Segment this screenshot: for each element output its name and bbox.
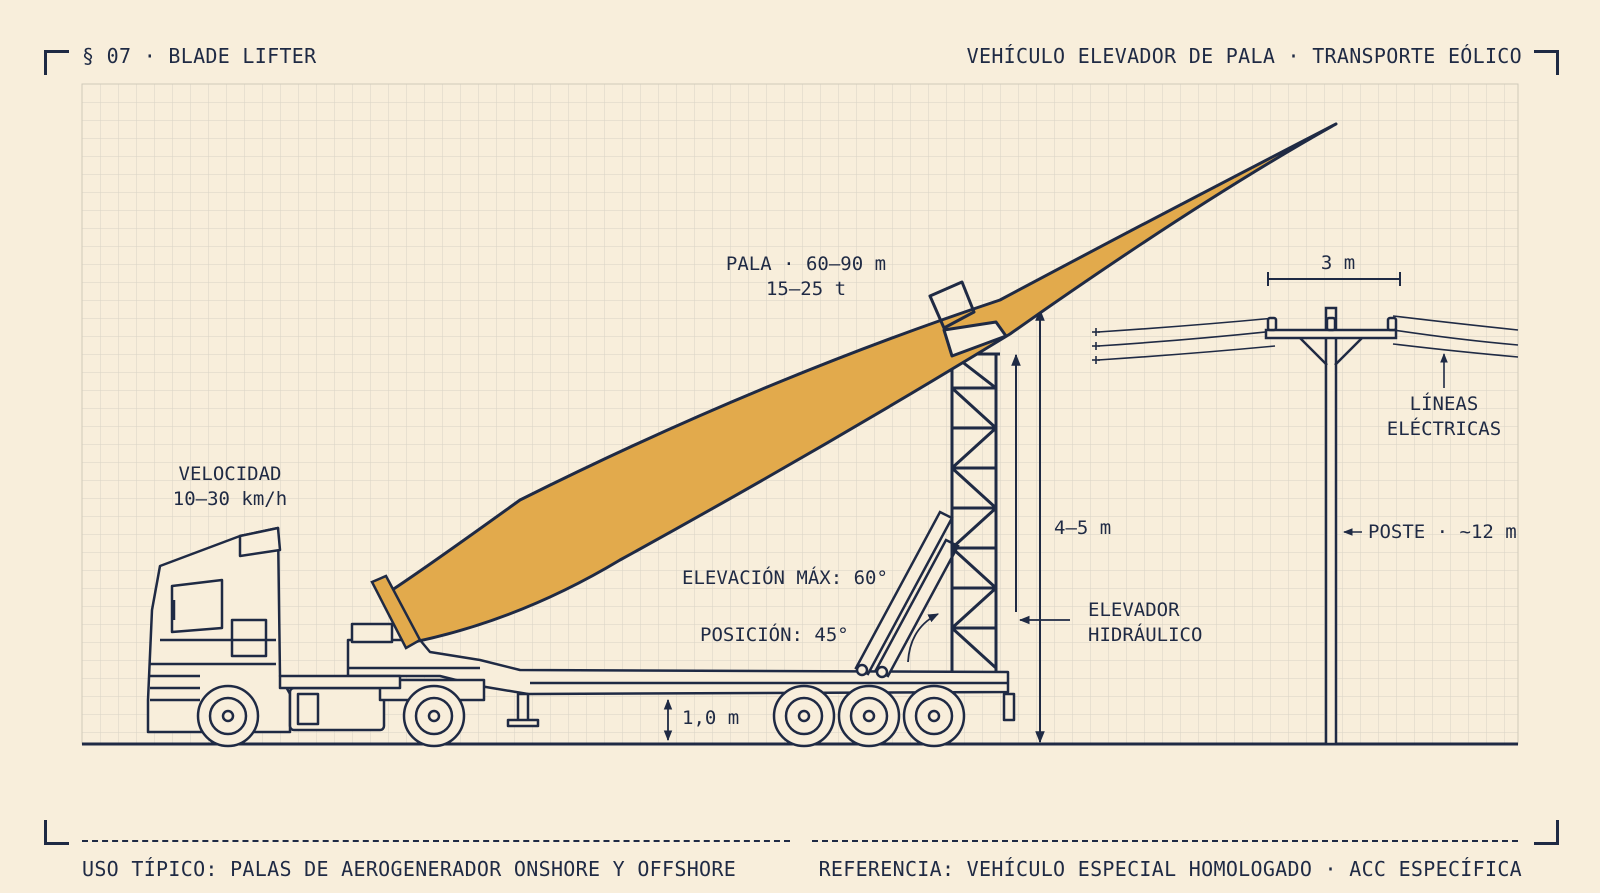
corner-top-left [44, 50, 69, 75]
lifter-title: ELEVADOR [1088, 599, 1180, 621]
angle-arc [907, 613, 939, 663]
crossarm-label: 3 m [1320, 252, 1356, 274]
lifter-type: HIDRÁULICO [1088, 624, 1203, 646]
hydraulic-cylinders [854, 510, 960, 679]
power-lines-label: LÍNEAS ELÉCTRICAS [1374, 392, 1514, 442]
elevation-max-label: ELEVACIÓN MÁX: 60° [682, 567, 888, 589]
utility-pole [1264, 306, 1398, 746]
power-lines [1097, 315, 1519, 361]
crossarm-dimension [1267, 272, 1401, 286]
blade-weight: 15–25 t [765, 278, 847, 300]
corner-bottom-right [1534, 820, 1559, 845]
footer-divider-left [82, 840, 790, 842]
speed-title: VELOCIDAD [178, 463, 282, 485]
page-title: VEHÍCULO ELEVADOR DE PALA · TRANSPORTE E… [966, 44, 1522, 68]
blade-clamp [928, 280, 1008, 358]
power-lines-title: LÍNEAS [1409, 393, 1479, 415]
footer-reference: REFERENCIA: VEHÍCULO ESPECIAL HOMOLOGADO… [818, 857, 1522, 881]
position-label: POSICIÓN: 45° [700, 624, 849, 646]
corner-bottom-left [44, 820, 69, 845]
section-title: § 07 · BLADE LIFTER [82, 44, 317, 68]
pole-label: POSTE · ~12 m [1368, 521, 1517, 543]
tower-height-label: 4–5 m [1054, 517, 1112, 539]
power-line-ends [1092, 328, 1100, 364]
wheels [196, 684, 966, 748]
lifter-label: ELEVADOR HIDRÁULICO [1088, 598, 1202, 648]
blade-length: PALA · 60–90 m [725, 253, 887, 275]
corner-top-right [1534, 50, 1559, 75]
footer-divider-right [812, 840, 1518, 842]
footer-usage: USO TÍPICO: PALAS DE AEROGENERADOR ONSHO… [82, 857, 737, 881]
deck-height-label: 1,0 m [682, 707, 740, 729]
speed-label: VELOCIDAD 10–30 km/h [150, 462, 310, 512]
tractor-truck [146, 526, 486, 734]
power-lines-subtitle: ELÉCTRICAS [1386, 418, 1502, 440]
speed-value: 10–30 km/h [172, 488, 288, 510]
blade-label: PALA · 60–90 m 15–25 t [706, 252, 906, 302]
turbine-blade [370, 122, 1338, 650]
